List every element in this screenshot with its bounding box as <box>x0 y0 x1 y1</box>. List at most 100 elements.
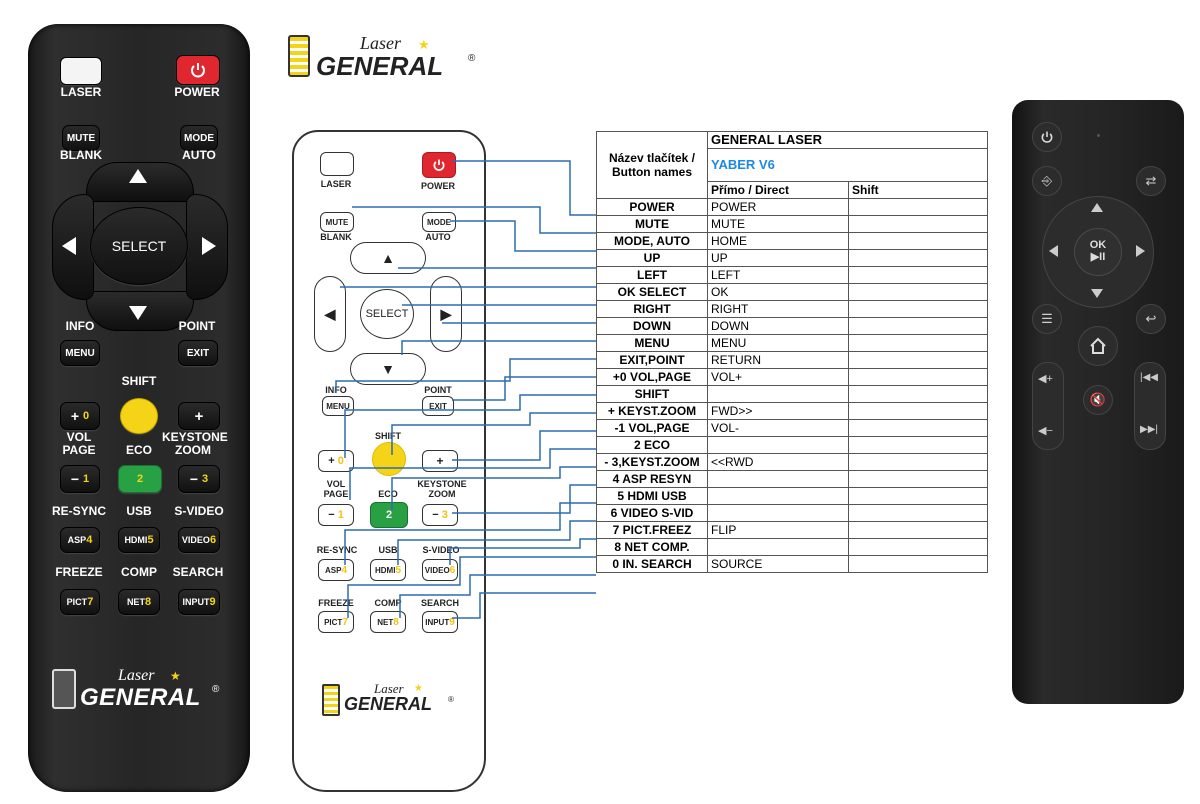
o-left-button[interactable]: ◀ <box>314 276 346 352</box>
num-4: 4 <box>86 533 93 546</box>
o-keystone-minus-button[interactable]: − 3 <box>422 504 458 526</box>
mode-button[interactable]: MODE <box>180 125 218 151</box>
page-label: PAGE <box>62 443 96 457</box>
num-6: 6 <box>209 533 217 546</box>
remote-logo-registered: ® <box>212 684 220 695</box>
y-source-button[interactable]: ⎆ <box>1032 166 1062 196</box>
remote-logo-general: GENERAL <box>80 684 201 711</box>
exit-button[interactable]: EXIT <box>178 340 218 366</box>
direct-cell <box>707 504 849 522</box>
y-flip-button[interactable]: ⇄ <box>1136 166 1166 196</box>
direct-cell: MENU <box>707 334 849 352</box>
laser-button[interactable] <box>60 57 102 85</box>
o-select-button[interactable]: SELECT <box>360 289 414 339</box>
yaber-remote: ⎆ ⇄ OK ▶II ☰ ↩ ◀+ ◀− |◀◀ ▶▶| 🔇 <box>1012 100 1184 704</box>
shift-cell <box>848 402 988 420</box>
y-ok-button[interactable]: OK ▶II <box>1074 228 1122 276</box>
minus-glyph: − <box>189 470 199 487</box>
power-button[interactable] <box>176 55 220 85</box>
y-up-icon <box>1091 203 1103 212</box>
power-label: POWER <box>174 85 220 99</box>
minus-glyph: − <box>328 508 335 521</box>
hdmi-text: HDMI <box>374 565 396 575</box>
search-label: SEARCH <box>172 565 224 579</box>
mode-sub-label: AUTO <box>182 148 216 162</box>
y-power-button[interactable] <box>1032 122 1062 152</box>
button-name-cell: LEFT <box>596 266 708 284</box>
y-led <box>1097 134 1100 137</box>
shift-button[interactable] <box>120 398 158 434</box>
up-arrow-icon <box>129 169 147 183</box>
select-button[interactable]: SELECT <box>90 207 188 285</box>
num-8: 8 <box>393 616 399 628</box>
shift-cell <box>848 198 988 216</box>
keystone-minus-button[interactable]: − 3 <box>178 465 220 493</box>
o-menu-button[interactable]: MENU <box>322 396 354 416</box>
o-mode-button[interactable]: MODE <box>422 212 456 232</box>
remote-logo-laser: Laser <box>118 667 155 684</box>
vol-down-icon[interactable]: ◀− <box>1038 425 1053 437</box>
connector-net <box>399 574 596 618</box>
vol-up-icon[interactable]: ◀+ <box>1038 373 1053 385</box>
o-laser-button[interactable] <box>320 152 354 176</box>
eco-button[interactable]: 2 <box>118 465 162 493</box>
num-8: 8 <box>144 595 152 608</box>
button-name-cell: 0 IN. SEARCH <box>596 555 708 573</box>
o-eco-button[interactable]: 2 <box>370 502 408 528</box>
o-mute-button[interactable]: MUTE <box>320 212 354 232</box>
mute-button[interactable]: MUTE <box>62 125 100 151</box>
num-0: 0 <box>82 409 90 422</box>
num-3: 3 <box>201 472 209 485</box>
o-vol-minus-button[interactable]: − 1 <box>318 504 354 526</box>
mute-icon: 🔇 <box>1089 392 1107 407</box>
o-keystone-plus-button[interactable]: + <box>422 450 458 472</box>
button-name-cell: 6 VIDEO S-VID <box>596 504 708 522</box>
shift-cell <box>848 470 988 488</box>
connector-power <box>452 160 596 216</box>
o-exit-button[interactable]: EXIT <box>422 396 454 416</box>
o-down-button[interactable]: ▼ <box>350 353 426 385</box>
y-home-button[interactable] <box>1078 326 1118 366</box>
o-shift-button[interactable] <box>372 442 406 476</box>
direct-cell: FWD>> <box>707 402 849 420</box>
shift-cell <box>848 334 988 352</box>
keystone-plus-button[interactable]: + <box>178 402 220 430</box>
forward-icon[interactable]: ▶▶| <box>1140 424 1158 435</box>
y-mute-button[interactable]: 🔇 <box>1083 385 1113 415</box>
connector-asp <box>344 502 596 565</box>
freeze-label: FREEZE <box>55 565 103 579</box>
y-return-button[interactable]: ↩ <box>1136 304 1166 334</box>
o-power-button[interactable] <box>422 152 456 178</box>
y-menu-button[interactable]: ☰ <box>1032 304 1062 334</box>
connector-keystone-minus <box>452 484 596 514</box>
remote-logo-star: ★ <box>170 669 181 683</box>
menu-button[interactable]: MENU <box>60 340 100 366</box>
table-row: 2 ECO <box>596 436 988 454</box>
vol-plus-button[interactable]: + 0 <box>60 402 100 430</box>
shift-cell <box>848 283 988 301</box>
o-zoom-label: ZOOM <box>428 489 456 499</box>
o-point-label: POINT <box>424 385 452 395</box>
shift-cell <box>848 487 988 505</box>
o-right-button[interactable]: ▶ <box>430 276 462 352</box>
connector-vol-minus <box>349 448 596 500</box>
shift-cell <box>848 521 988 539</box>
vol-minus-button[interactable]: − 1 <box>60 465 100 493</box>
num-9: 9 <box>449 616 455 628</box>
rewind-icon[interactable]: |◀◀ <box>1140 372 1158 383</box>
